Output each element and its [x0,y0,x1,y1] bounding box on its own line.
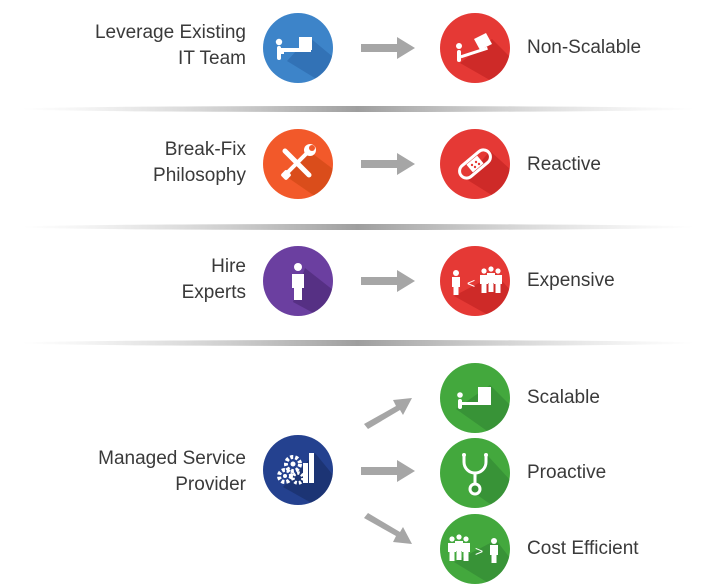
arrow-down-right-icon [364,513,412,544]
person-less-than-group-icon: < [440,246,510,316]
arrow-right-icon [361,270,415,292]
left-label-line2: Philosophy [153,165,246,186]
left-label-line1: Hire [211,256,246,277]
row-leverage-existing-it-team: Leverage Existing IT Team Non-Scalable [0,0,716,100]
right-label: Reactive [527,154,601,175]
divider [20,106,696,112]
svg-text:>: > [475,543,483,559]
right-label: Expensive [527,270,615,291]
person-pushing-box-icon [263,13,333,83]
left-label: Leverage Existing IT Team [95,20,246,72]
group-greater-than-person-icon: > [440,514,510,584]
left-label-line1: Break-Fix [164,139,246,160]
person-icon [263,246,333,316]
person-crushed-by-box-icon [440,13,510,83]
person-lifting-box-icon [440,363,510,433]
row-hire-experts: Hire Experts < Expensive [0,232,716,332]
svg-text:<: < [467,275,475,291]
arrow-right-icon [361,460,415,482]
left-label: Break-Fix Philosophy [153,137,246,189]
wrench-screwdriver-icon [263,129,333,199]
left-label: Hire Experts [182,254,246,306]
outcome-label-cost-efficient: Cost Efficient [527,538,639,559]
left-label-line2: Experts [181,282,246,303]
left-label-line2: Provider [175,474,246,495]
outcome-label-proactive: Proactive [527,462,607,483]
arrow-right-icon [361,37,415,59]
row-managed-service-provider: Managed Service Provider Sc [0,350,716,584]
stethoscope-icon [440,438,510,508]
bandage-icon [440,129,510,199]
left-label: Managed Service Provider [98,446,246,498]
row-break-fix-philosophy: Break-Fix Philosophy Reactive [0,115,716,215]
divider [20,224,696,230]
arrow-right-icon [361,153,415,175]
left-label-line2: IT Team [178,48,246,69]
right-label: Non-Scalable [527,37,642,58]
divider [20,340,696,346]
left-label-line1: Managed Service [98,448,246,469]
outcome-label-scalable: Scalable [527,387,600,408]
gears-chart-icon [263,435,333,505]
arrow-up-right-icon [364,398,412,429]
left-label-line1: Leverage Existing [94,22,246,43]
